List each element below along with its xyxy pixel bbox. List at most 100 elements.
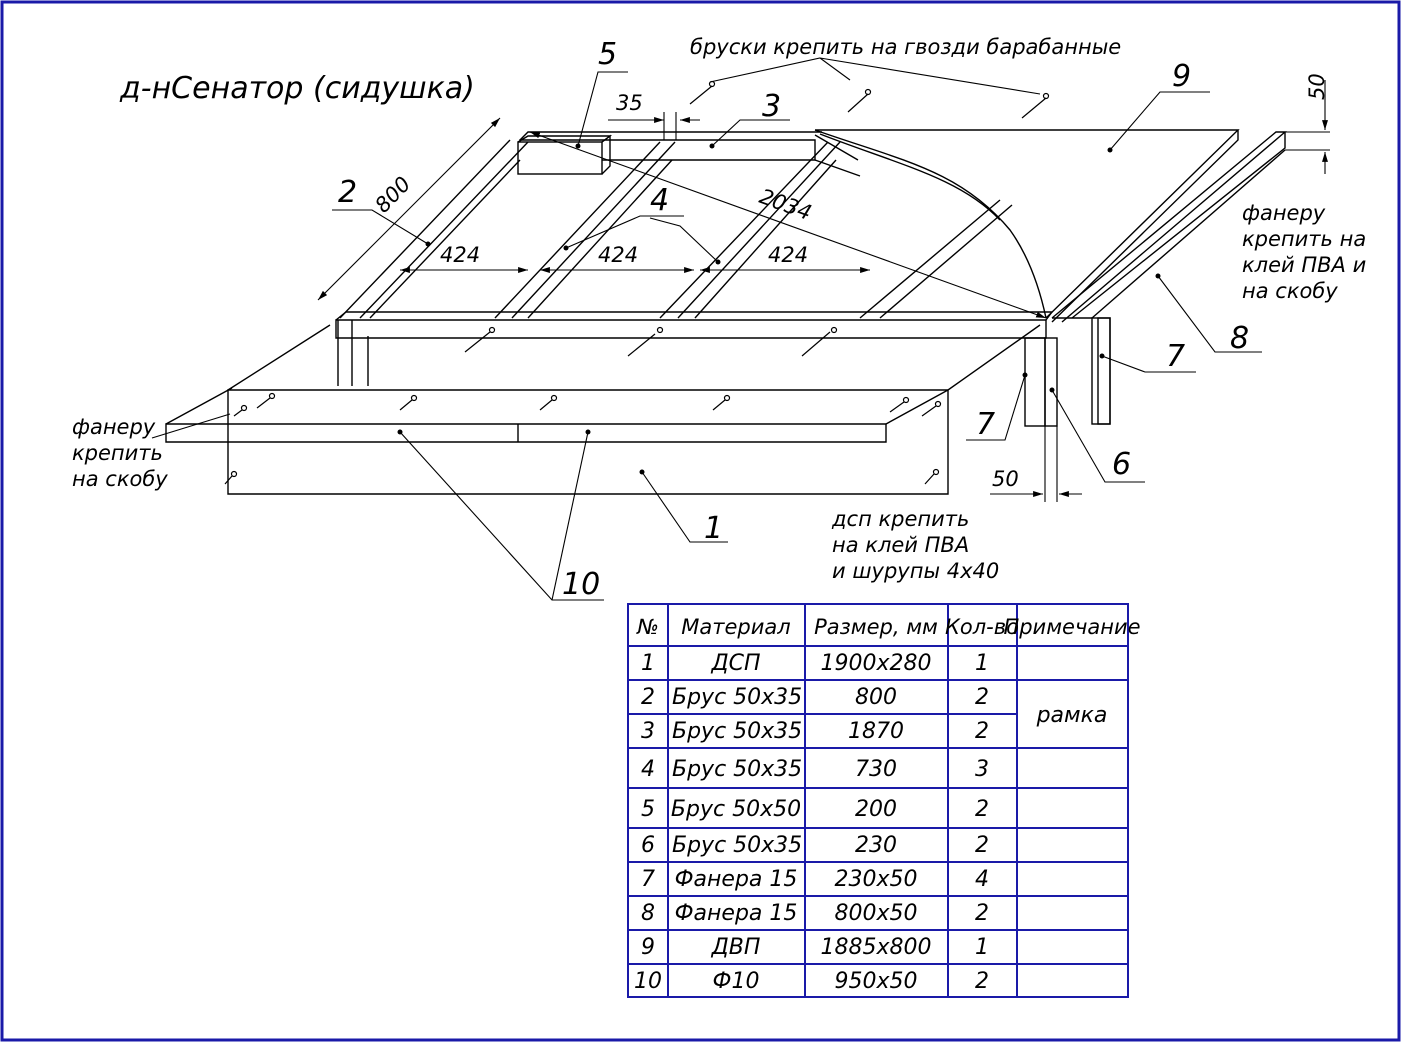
dim-50-bottom: 50 xyxy=(992,467,1019,491)
svg-text:730: 730 xyxy=(855,757,897,782)
svg-text:1: 1 xyxy=(975,935,989,960)
dimension-labels: 35 50 800 2034 424 424 424 50 xyxy=(370,73,1329,491)
frame-back-rail xyxy=(517,131,822,175)
drawing-title: д-нСенатор (сидушка) xyxy=(119,71,475,106)
note-dsp-1: дсп крепить xyxy=(831,507,969,531)
callout-1: 1 xyxy=(704,511,723,546)
note-nails: бруски крепить на гвозди барабанные xyxy=(690,35,1121,59)
table-row: 7 Фанера 15 230х50 4 xyxy=(641,867,989,892)
callout-9: 9 xyxy=(1172,59,1191,94)
callout-numbers: 1 2 3 4 5 6 7 7 8 9 10 xyxy=(338,37,1249,602)
dim-424-a: 424 xyxy=(440,243,480,267)
svg-text:1: 1 xyxy=(975,651,989,676)
table-grid xyxy=(627,603,1129,998)
table-row: 8 Фанера 15 800х50 2 xyxy=(641,901,989,926)
svg-text:800х50: 800х50 xyxy=(834,901,917,926)
table-row: 9 ДВП 1885х800 1 xyxy=(641,935,989,960)
table-row: 5 Брус 50х50 200 2 xyxy=(641,797,989,822)
callout-2: 2 xyxy=(338,175,357,210)
callout-10: 10 xyxy=(562,567,600,602)
callout-7-right: 7 xyxy=(1166,339,1185,374)
svg-text:950х50: 950х50 xyxy=(834,969,917,994)
callout-7-left: 7 xyxy=(976,407,995,442)
svg-text:1900х280: 1900х280 xyxy=(821,651,932,676)
note-dsp-3: и шурупы 4х40 xyxy=(832,559,999,583)
svg-text:Брус 50х35: Брус 50х35 xyxy=(672,757,802,782)
svg-text:3: 3 xyxy=(975,757,989,782)
callout-5: 5 xyxy=(598,37,617,72)
svg-text:10: 10 xyxy=(634,969,662,994)
svg-text:2: 2 xyxy=(975,969,989,994)
svg-text:230: 230 xyxy=(855,833,897,858)
svg-text:7: 7 xyxy=(641,867,655,892)
table-row: 4 Брус 50х35 730 3 xyxy=(641,757,989,782)
header-qty: Кол-во xyxy=(945,615,1019,639)
svg-text:2: 2 xyxy=(975,901,989,926)
svg-text:200: 200 xyxy=(855,797,897,822)
svg-text:Ф10: Ф10 xyxy=(713,969,760,994)
svg-text:230х50: 230х50 xyxy=(834,867,917,892)
assembly-drawing xyxy=(151,57,1330,601)
svg-text:4: 4 xyxy=(975,867,989,892)
note-dsp-2: на клей ПВА xyxy=(832,533,969,557)
svg-text:2: 2 xyxy=(975,797,989,822)
note-plywood-right-2: крепить на xyxy=(1242,227,1366,251)
svg-text:ДВП: ДВП xyxy=(711,935,761,960)
svg-text:1870: 1870 xyxy=(848,719,904,744)
table-row: 3 Брус 50х35 1870 2 xyxy=(641,719,989,744)
frame-left-rail xyxy=(337,139,529,386)
table-row: 10 Ф10 950х50 2 xyxy=(634,969,989,994)
table-row: 1 ДСП 1900х280 1 xyxy=(641,651,989,676)
svg-text:2: 2 xyxy=(641,685,655,710)
note-plywood-left-2: крепить xyxy=(72,441,163,465)
leader-lines xyxy=(151,57,1262,601)
dim-424-c: 424 xyxy=(768,243,808,267)
svg-text:1: 1 xyxy=(641,651,655,676)
svg-text:Брус 50х35: Брус 50х35 xyxy=(672,719,802,744)
svg-text:Брус 50х35: Брус 50х35 xyxy=(672,833,802,858)
leader-dots xyxy=(397,143,1161,475)
svg-text:4: 4 xyxy=(641,757,655,782)
header-number: № xyxy=(636,615,659,639)
svg-text:Фанера 15: Фанера 15 xyxy=(675,901,798,926)
frame-right-rail xyxy=(814,134,1013,319)
header-size: Размер, мм xyxy=(814,615,938,639)
svg-text:3: 3 xyxy=(641,719,655,744)
table-row: 6 Брус 50х35 230 2 xyxy=(641,833,989,858)
callout-3: 3 xyxy=(762,89,781,124)
svg-text:Брус 50х50: Брус 50х50 xyxy=(671,797,801,822)
svg-text:1885х800: 1885х800 xyxy=(821,935,932,960)
callout-6: 6 xyxy=(1112,447,1131,482)
parts-table: № Материал Размер, мм Кол-во Примечание … xyxy=(627,603,1141,998)
fasteners xyxy=(224,80,1050,485)
svg-text:8: 8 xyxy=(641,901,655,926)
svg-text:2: 2 xyxy=(975,685,989,710)
svg-text:2: 2 xyxy=(975,719,989,744)
callout-4: 4 xyxy=(650,183,669,218)
note-plywood-left-3: на скобу xyxy=(72,467,168,491)
dim-2034: 2034 xyxy=(756,184,814,225)
svg-text:ДСП: ДСП xyxy=(710,651,760,676)
dim-424-b: 424 xyxy=(598,243,638,267)
svg-text:Фанера 15: Фанера 15 xyxy=(675,867,798,892)
note-plywood-right-4: на скобу xyxy=(1242,279,1338,303)
front-beam xyxy=(335,311,1054,339)
header-note: Примечание xyxy=(1003,615,1140,639)
svg-text:2: 2 xyxy=(975,833,989,858)
callout-8: 8 xyxy=(1230,321,1249,356)
svg-text:6: 6 xyxy=(641,833,655,858)
svg-text:9: 9 xyxy=(641,935,655,960)
note-plywood-left-1: фанеру xyxy=(72,415,156,439)
side-plywood-strip xyxy=(1051,131,1287,323)
svg-text:800: 800 xyxy=(855,685,897,710)
legs xyxy=(1024,317,1111,427)
table-header: № Материал Размер, мм Кол-во Примечание xyxy=(636,615,1140,639)
note-plywood-right-1: фанеру xyxy=(1242,201,1326,225)
dim-50-top: 50 xyxy=(1305,73,1329,100)
table-row: 2 Брус 50х35 800 2 xyxy=(641,685,989,710)
dimension-lines xyxy=(317,80,1330,502)
header-material: Материал xyxy=(681,615,790,639)
chipboard-panel xyxy=(165,324,1041,495)
